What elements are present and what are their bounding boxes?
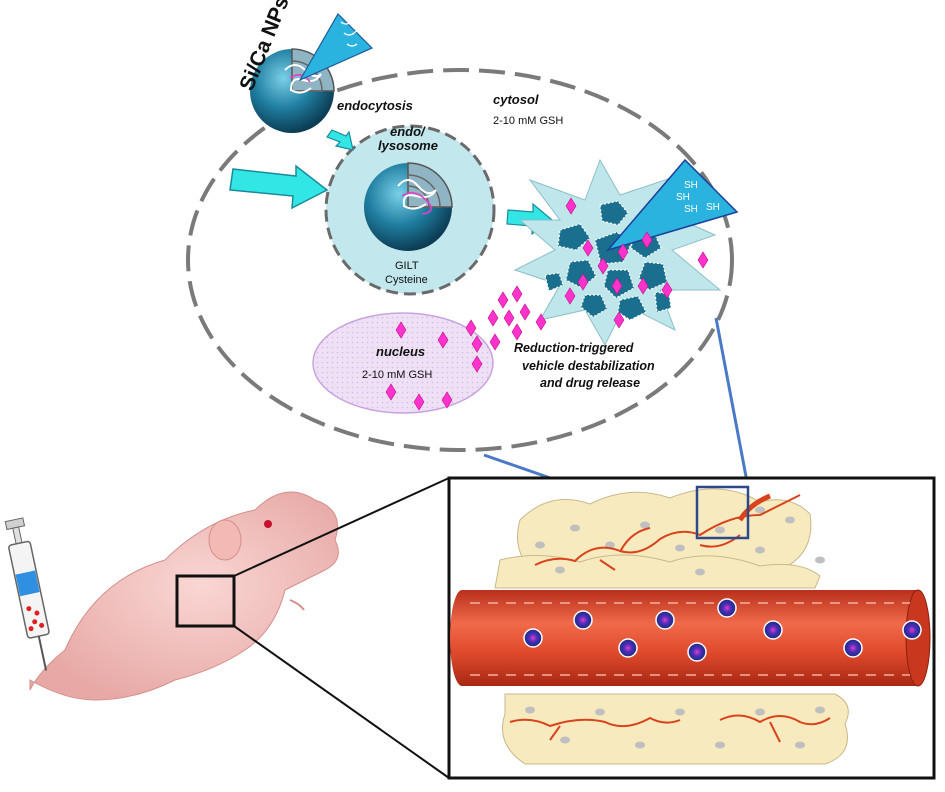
blood-vessel	[450, 590, 930, 686]
sh-label-4: SH	[706, 202, 720, 213]
release-label-line2: vehicle destabilization	[522, 359, 655, 373]
endocytosis-arrow	[326, 129, 354, 151]
sh-label-2: SH	[676, 192, 690, 203]
syringe	[4, 517, 50, 671]
sh-label-3: SH	[684, 204, 698, 215]
entry-arrow	[229, 164, 329, 210]
nucleus-gsh-label: 2-10 mM GSH	[362, 369, 432, 381]
mouse-zoom-line-bottom	[233, 625, 450, 779]
zoom-line-right	[714, 317, 750, 488]
lysosome-nanoparticle	[364, 162, 453, 251]
release-label-line3: and drug release	[540, 376, 640, 390]
cytosol-label: cytosol	[493, 92, 539, 107]
tissue-panel	[447, 476, 936, 780]
endo-label-line1: endo/	[390, 124, 426, 139]
sh-label-1: SH	[684, 180, 698, 191]
drug-molecules	[385, 197, 709, 411]
mouse	[29, 491, 339, 701]
release-label-line1: Reduction-triggered	[514, 341, 634, 355]
cell-membrane	[186, 68, 734, 452]
sica-nanoparticle	[250, 13, 374, 133]
mouse-zoom-line-top	[233, 477, 450, 577]
gilt-label: GILT	[395, 260, 419, 272]
cytosol-gsh-label: 2-10 mM GSH	[493, 115, 563, 127]
endo-label-line2: lysosome	[378, 138, 438, 153]
tissue-zoom-box	[695, 485, 750, 540]
nucleus-label: nucleus	[376, 344, 425, 359]
cysteine-label: Cysteine	[385, 274, 428, 286]
endocytosis-label: endocytosis	[337, 98, 413, 113]
mouse-zoom-box	[175, 574, 236, 628]
